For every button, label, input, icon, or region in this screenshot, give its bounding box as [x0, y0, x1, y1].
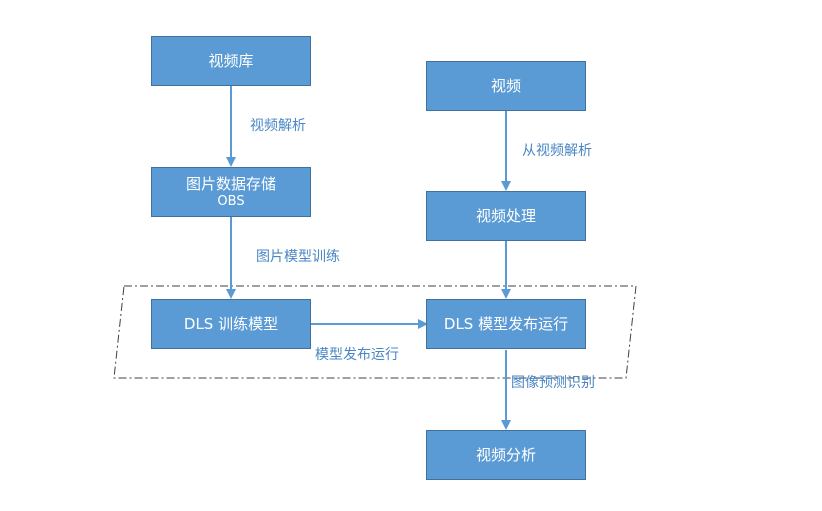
edge-label-video-parse: 视频解析: [250, 118, 306, 134]
node-video-processing[interactable]: 视频处理: [426, 191, 586, 241]
node-video-library-label: 视频库: [208, 51, 254, 70]
node-dls-deploy[interactable]: DLS 模型发布运行: [426, 299, 586, 349]
node-dls-deploy-label: DLS 模型发布运行: [443, 314, 569, 333]
node-image-storage-sublabel: OBS: [217, 193, 245, 209]
deployment-boundary: [113, 285, 637, 379]
node-dls-training-label: DLS 训练模型: [183, 314, 279, 333]
edge-label-image-prediction: 图像预测识别: [511, 375, 595, 391]
node-video-library[interactable]: 视频库: [151, 36, 311, 86]
node-image-storage-label: 图片数据存储: [185, 174, 276, 193]
node-video-processing-label: 视频处理: [475, 206, 536, 225]
edge-label-model-publish-run: 模型发布运行: [315, 347, 399, 363]
node-video-analysis-label: 视频分析: [475, 445, 536, 464]
node-dls-training[interactable]: DLS 训练模型: [151, 299, 311, 349]
node-image-storage[interactable]: 图片数据存储 OBS: [151, 167, 311, 217]
edge-label-image-model-training: 图片模型训练: [256, 249, 340, 265]
node-video-analysis[interactable]: 视频分析: [426, 430, 586, 480]
node-video-label: 视频: [490, 76, 521, 95]
edge-label-parse-from-video: 从视频解析: [522, 143, 592, 159]
node-video[interactable]: 视频: [426, 61, 586, 111]
